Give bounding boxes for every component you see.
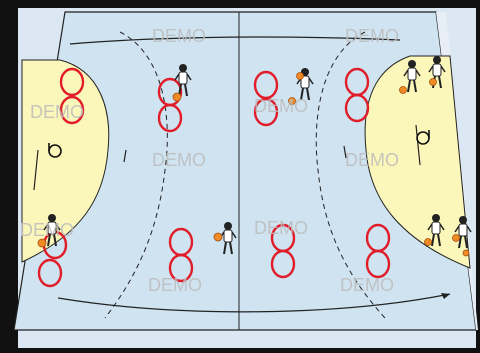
right-goal-area (364, 55, 471, 269)
ball (296, 72, 304, 80)
watermark-text: DEMO (340, 275, 394, 295)
watermark-text: DEMO (345, 150, 399, 170)
cone-pair (59, 67, 85, 125)
cone-pair (270, 223, 296, 279)
right-freethrow-line (315, 31, 386, 319)
ball (452, 234, 460, 242)
cone-pair (253, 70, 279, 127)
ball (288, 97, 296, 105)
left-goal-marker (48, 143, 62, 158)
cone-pair (157, 77, 183, 133)
cone-group (37, 67, 391, 288)
left-goal-area (21, 59, 110, 263)
ball (37, 238, 47, 248)
watermark-text: DEMO (20, 220, 74, 240)
ball (213, 232, 223, 242)
right-goal-marker (416, 130, 430, 145)
watermark-text: DEMO (345, 26, 399, 46)
watermark-group: DEMO DEMO DEMO DEMO DEMO DEMO DEMO DEMO … (20, 26, 399, 295)
cone-pair (168, 227, 194, 283)
left-freethrow-line (104, 31, 168, 319)
watermark-text: DEMO (254, 218, 308, 238)
ball (424, 238, 432, 246)
watermark-text: DEMO (152, 26, 206, 46)
ball (172, 92, 182, 102)
watermark-text: DEMO (152, 150, 206, 170)
right-keeper-line (415, 124, 421, 166)
arrow-head (441, 293, 450, 299)
left-keeper-line (33, 149, 39, 191)
bottom-path-arrow (57, 293, 451, 313)
watermark-text: DEMO (254, 96, 308, 116)
top-path-arrow (69, 36, 401, 45)
cone-pair (344, 67, 370, 123)
cone-pair (365, 223, 391, 279)
watermark-text: DEMO (148, 275, 202, 295)
left-7m-mark (123, 149, 127, 163)
watermark-text: DEMO (30, 102, 84, 122)
ball-group (37, 72, 470, 257)
ball (462, 249, 470, 257)
ball (399, 86, 407, 94)
ball (429, 78, 437, 86)
right-7m-mark (343, 145, 347, 159)
